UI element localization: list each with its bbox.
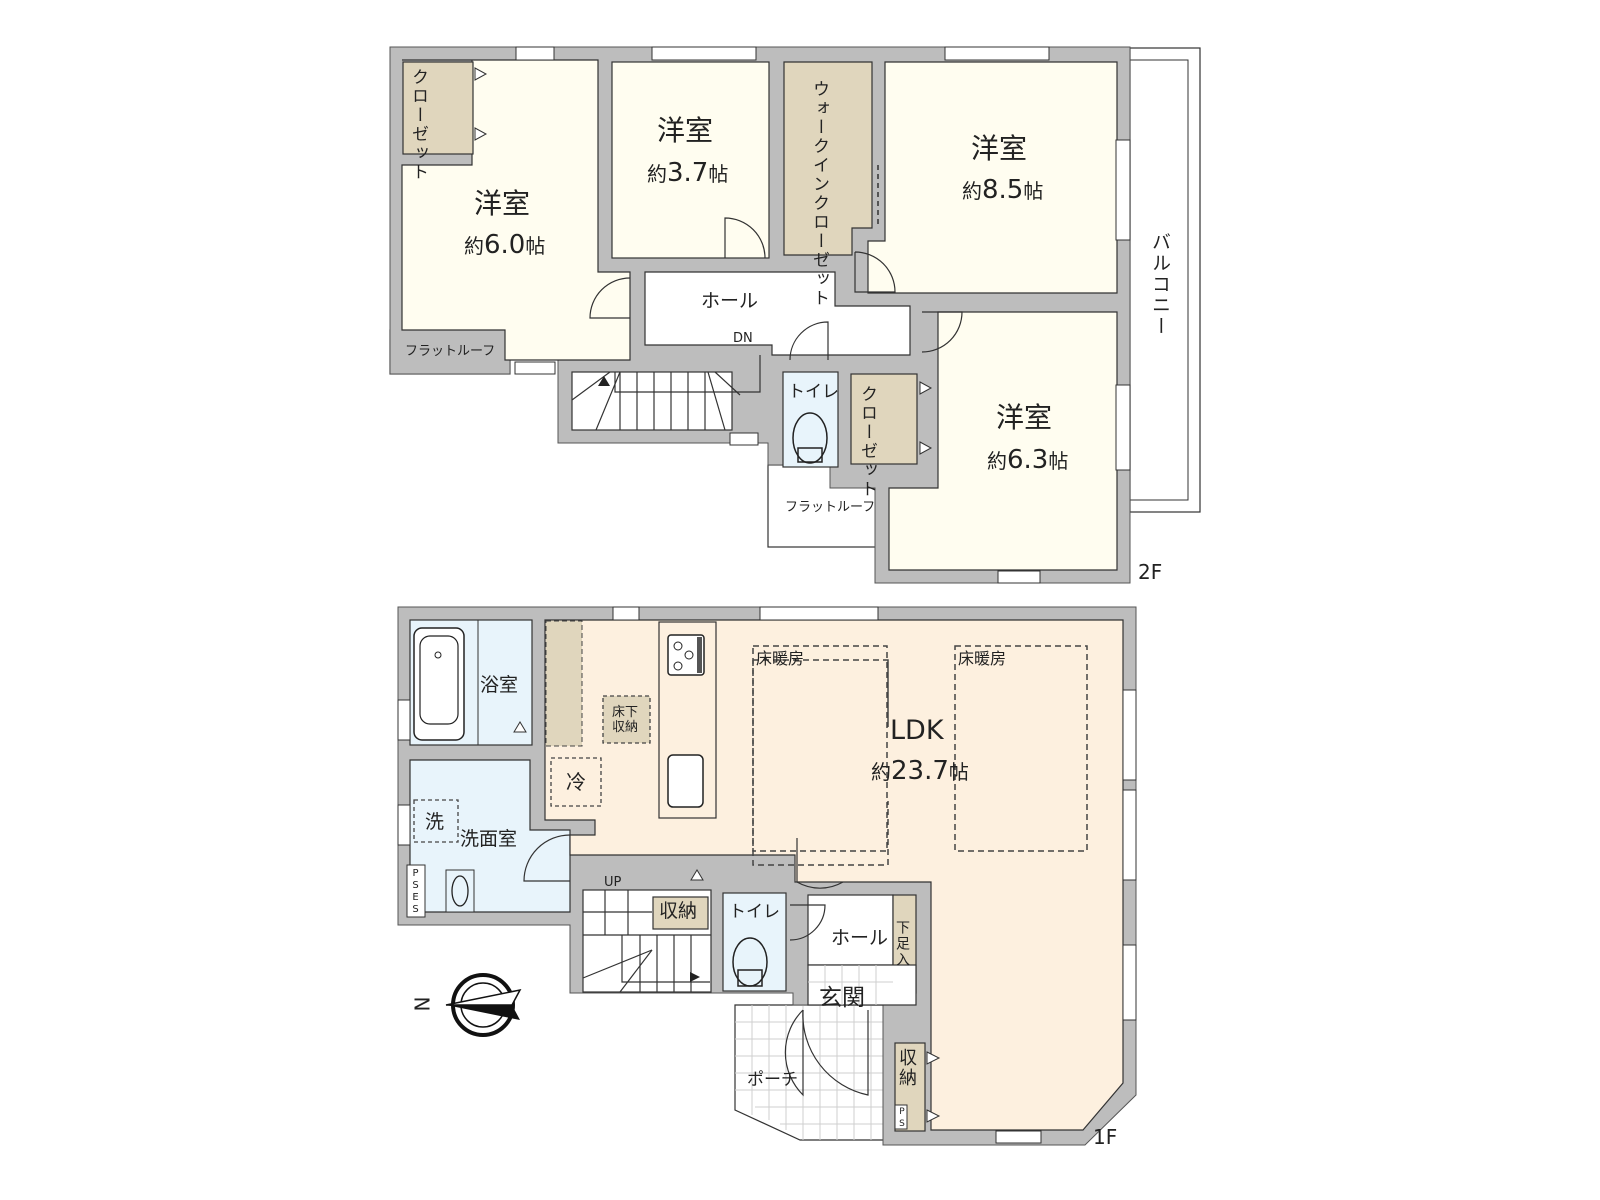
washroom-label: 洗面室 [460, 828, 518, 850]
hall-label-1f: ホール [831, 927, 889, 949]
room-western-3-7 [611, 61, 770, 259]
washer-area [413, 799, 459, 843]
ps-es-shaft [406, 864, 426, 918]
closet-label-2f-a: クローゼット [408, 68, 428, 182]
room-name-6-3: 洋室 [996, 401, 1053, 434]
hall-label-2f: ホール [701, 290, 759, 312]
room-western-6-3 [888, 311, 1118, 571]
floor-heating-label-1: 床暖房 [756, 649, 805, 668]
toilet-label-1f: トイレ [729, 902, 780, 922]
hall-2f [644, 271, 911, 356]
washer-label: 洗 [425, 811, 445, 833]
balcony-label: バルコニー [1149, 232, 1171, 337]
storage-label-1f-b: 収納 [896, 1048, 917, 1088]
floor-label-1f: 1F [1093, 1125, 1118, 1149]
underfloor-storage-label: 床下 収納 [612, 705, 639, 735]
refrigerator-area [550, 757, 602, 807]
kitchen-counter-wall [545, 620, 583, 747]
stairs-1f [582, 889, 712, 993]
shoe-box-label: 下足入 [894, 920, 910, 968]
storage-1f-a [652, 896, 709, 930]
ldk-name: LDK [890, 715, 944, 746]
room-western-8-5 [867, 61, 1118, 294]
floor-heating-zone-2 [954, 645, 1088, 852]
sink-icon [667, 754, 704, 808]
refrigerator-label: 冷 [566, 770, 586, 794]
floor-1f [397, 606, 1137, 1146]
room-size-8-5: 約8.5帖 [962, 175, 1044, 205]
toilet-label-2f: トイレ [788, 382, 839, 402]
closet-2f-a [402, 61, 474, 155]
toilet-1f [722, 892, 787, 992]
storage-label-1f-a: 収納 [659, 900, 698, 922]
compass-icon [445, 973, 522, 1037]
room-name-8-5: 洋室 [971, 132, 1028, 165]
bathroom-label: 浴室 [480, 674, 519, 696]
entrance-label: 玄関 [819, 985, 865, 1011]
room-size-3-7: 約3.7帖 [647, 158, 729, 188]
flat-roof-label-bottom: フラットルーフ [785, 500, 876, 515]
stairs-down-label: DN [733, 331, 753, 346]
room-name-6-0: 洋室 [474, 187, 531, 220]
underfloor-storage-area [602, 695, 651, 744]
room-size-6-3: 約6.3帖 [987, 445, 1069, 475]
floor-label-2f: 2F [1138, 560, 1163, 584]
closet-label-2f-b: クローゼット [857, 385, 877, 499]
ps-label: PS [897, 1107, 907, 1131]
room-size-6-0: 約6.0帖 [464, 230, 546, 260]
stairs-up-label: UP [604, 875, 622, 890]
ldk-size: 約23.7帖 [871, 756, 969, 786]
ps-es-label: PSES [410, 868, 421, 916]
porch-label: ポーチ [747, 1070, 798, 1090]
entrance-genkan [807, 964, 917, 1006]
flat-roof-label-left: フラットルーフ [405, 344, 496, 359]
compass-north-label: N [409, 996, 434, 1012]
room-name-3-7: 洋室 [657, 114, 714, 147]
floor-heating-label-2: 床暖房 [958, 649, 1007, 668]
stove-icon [667, 634, 705, 676]
toilet-2f [782, 371, 839, 468]
ps-shaft [894, 1104, 908, 1130]
walk-in-closet-label: ウォークインクローゼット [809, 80, 829, 308]
closet-2f-b [850, 373, 918, 465]
walk-in-closet [783, 61, 873, 256]
floor-2f [389, 46, 1201, 584]
hall-1f [807, 894, 894, 966]
stairs-2f [571, 371, 733, 431]
